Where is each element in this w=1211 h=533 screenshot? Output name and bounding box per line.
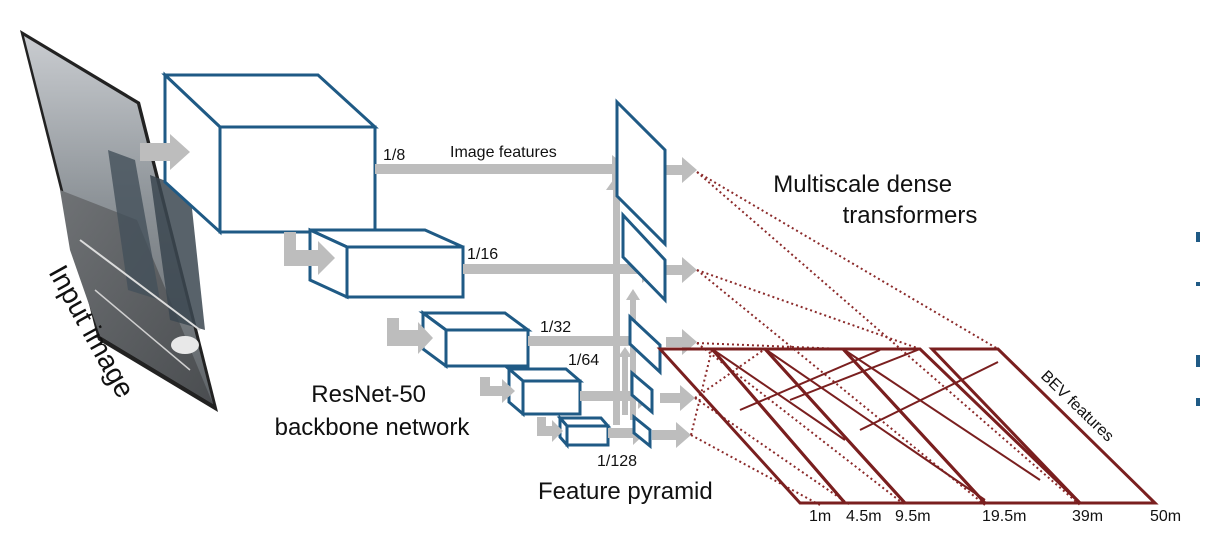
distance-label-4-5m: 4.5m xyxy=(846,508,882,525)
scale-label-1-64: 1/64 xyxy=(568,352,599,369)
pyramid-planes xyxy=(615,98,667,450)
distance-label-50m: 50m xyxy=(1150,508,1181,525)
distance-label-1m: 1m xyxy=(809,508,831,525)
backbone-stage-3 xyxy=(418,310,533,369)
backbone-label-line-1: ResNet-50 xyxy=(311,381,426,408)
backbone-stage-1 xyxy=(161,71,379,236)
backbone-stage-2 xyxy=(308,227,465,300)
backbone-stage-5 xyxy=(556,414,612,449)
distance-label-19-5m: 19.5m xyxy=(982,508,1026,525)
scale-label-1-32: 1/32 xyxy=(540,319,571,336)
transformer-label-line-2: transformers xyxy=(843,202,978,229)
scale-label-1-16: 1/16 xyxy=(467,246,498,263)
cropped-edge-fragments xyxy=(1196,232,1200,406)
image-features-label: Image features xyxy=(450,144,557,161)
scale-label-1-8: 1/8 xyxy=(383,147,405,164)
distance-label-39m: 39m xyxy=(1072,508,1103,525)
distance-label-9-5m: 9.5m xyxy=(895,508,931,525)
backbone-label-line-2: backbone network xyxy=(275,414,471,441)
backbone-label: ResNet-50 backbone network xyxy=(275,381,471,441)
input-image xyxy=(20,30,218,412)
bev-interior-lines xyxy=(711,348,1081,504)
bev-features-label: BEV features xyxy=(1037,368,1117,446)
feature-pyramid-label: Feature pyramid xyxy=(538,478,713,505)
feature-arrows xyxy=(140,134,697,448)
bev-planes xyxy=(656,347,1159,505)
scale-label-1-128: 1/128 xyxy=(597,453,637,470)
transformer-label: Multiscale dense transformers xyxy=(773,171,977,229)
transformer-label-line-1: Multiscale dense xyxy=(773,171,952,198)
backbone-stage-4 xyxy=(504,365,585,418)
